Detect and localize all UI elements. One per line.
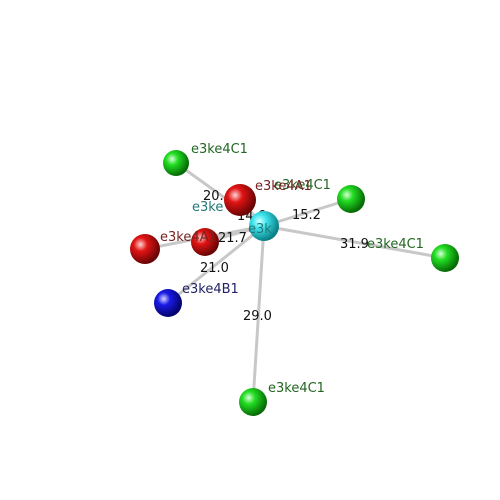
bond-upper-right: [262, 197, 353, 228]
atom-label-green-upper-left: e3ke4C1: [191, 142, 248, 157]
atom-blue[interactable]: [154, 289, 182, 317]
atom-cyan-central[interactable]: [249, 211, 279, 241]
atom-green-upper-left[interactable]: [163, 150, 189, 176]
atom-label-cyan-hidden: e3ke: [192, 200, 223, 215]
distance-label-bottom: 29.0: [243, 309, 272, 324]
atom-red-top[interactable]: [224, 184, 256, 216]
distance-label-mid: 21.7: [218, 231, 247, 246]
atom-label-green-bottom: e3ke4C1: [268, 381, 325, 396]
distance-label-upper-left: 20.: [203, 189, 224, 204]
atoms: [130, 150, 459, 416]
atom-red-left[interactable]: [130, 234, 160, 264]
bond-right: [262, 224, 447, 260]
atom-red-mid[interactable]: [191, 228, 219, 256]
atom-label-green-upper-right: e3ke4C1: [274, 178, 331, 193]
bond-blue: [166, 224, 266, 305]
bond-bottom: [251, 224, 266, 404]
atom-green-right[interactable]: [431, 244, 459, 272]
atom-label-cyan-central: e3k: [248, 222, 272, 237]
atom-label-blue: e3ke4B1: [182, 282, 239, 297]
atom-label-red-top: e3ke4A1: [255, 179, 312, 194]
distance-label-upper-right: 15.2: [292, 208, 321, 223]
distance-label-left: 21.0: [200, 261, 229, 276]
atom-green-upper-right[interactable]: [337, 185, 365, 213]
atom-label-red-mid: e3ke4A1: [160, 230, 217, 245]
atom-labels: e3ke4C1 e3ke4C1 e3ke4A1 e3ke e3k e3ke4A1…: [160, 142, 424, 396]
distance-label-right: 31.9: [340, 237, 369, 252]
bond-upper-left: [174, 161, 266, 228]
atom-green-bottom[interactable]: [239, 388, 267, 416]
atom-label-green-right: e3ke4C1: [367, 237, 424, 252]
